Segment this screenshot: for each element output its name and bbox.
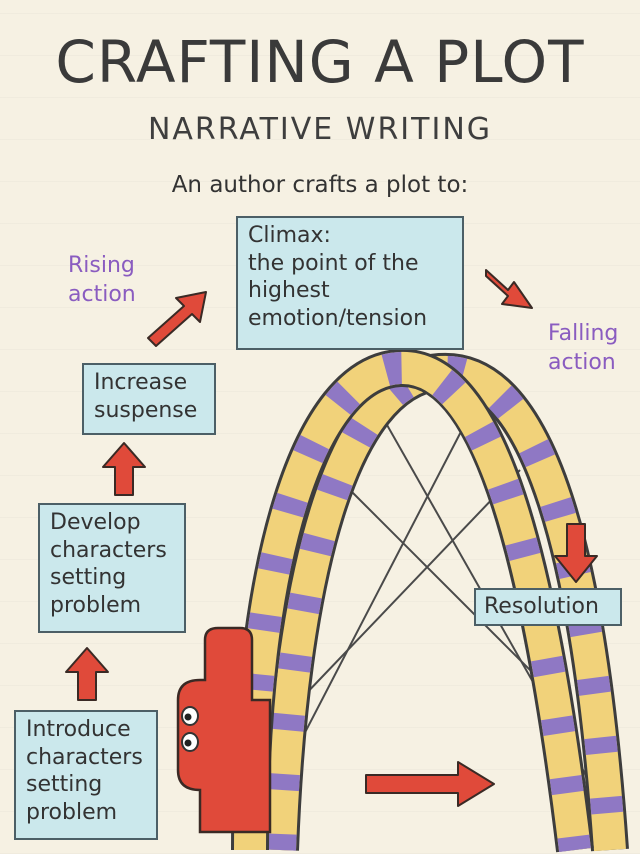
intro-text: An author crafts a plot to:	[171, 172, 469, 198]
arrow-up-icon	[102, 442, 146, 496]
label-falling-action: Falling action	[548, 321, 619, 375]
arrow-diagonal-up-right-icon	[147, 291, 207, 347]
arrow-diagonal-down-right-icon	[485, 269, 533, 309]
page-title: CRAFTING A PLOT	[55, 28, 585, 96]
arrow-right-icon	[365, 761, 495, 807]
arrow-up-icon	[65, 647, 109, 701]
box-increase-suspense: Increase suspense	[82, 363, 216, 435]
page-subtitle: NARRATIVE WRITING	[147, 112, 493, 147]
label-rising-action: Rising action	[68, 253, 136, 307]
box-climax: Climax: the point of the highest emotion…	[236, 216, 464, 350]
coaster-car-icon	[176, 626, 272, 834]
box-resolution: Resolution	[474, 588, 622, 626]
box-develop: Develop characters setting problem	[38, 503, 186, 633]
arrow-down-icon	[554, 523, 598, 583]
box-introduce: Introduce characters setting problem	[14, 710, 158, 840]
